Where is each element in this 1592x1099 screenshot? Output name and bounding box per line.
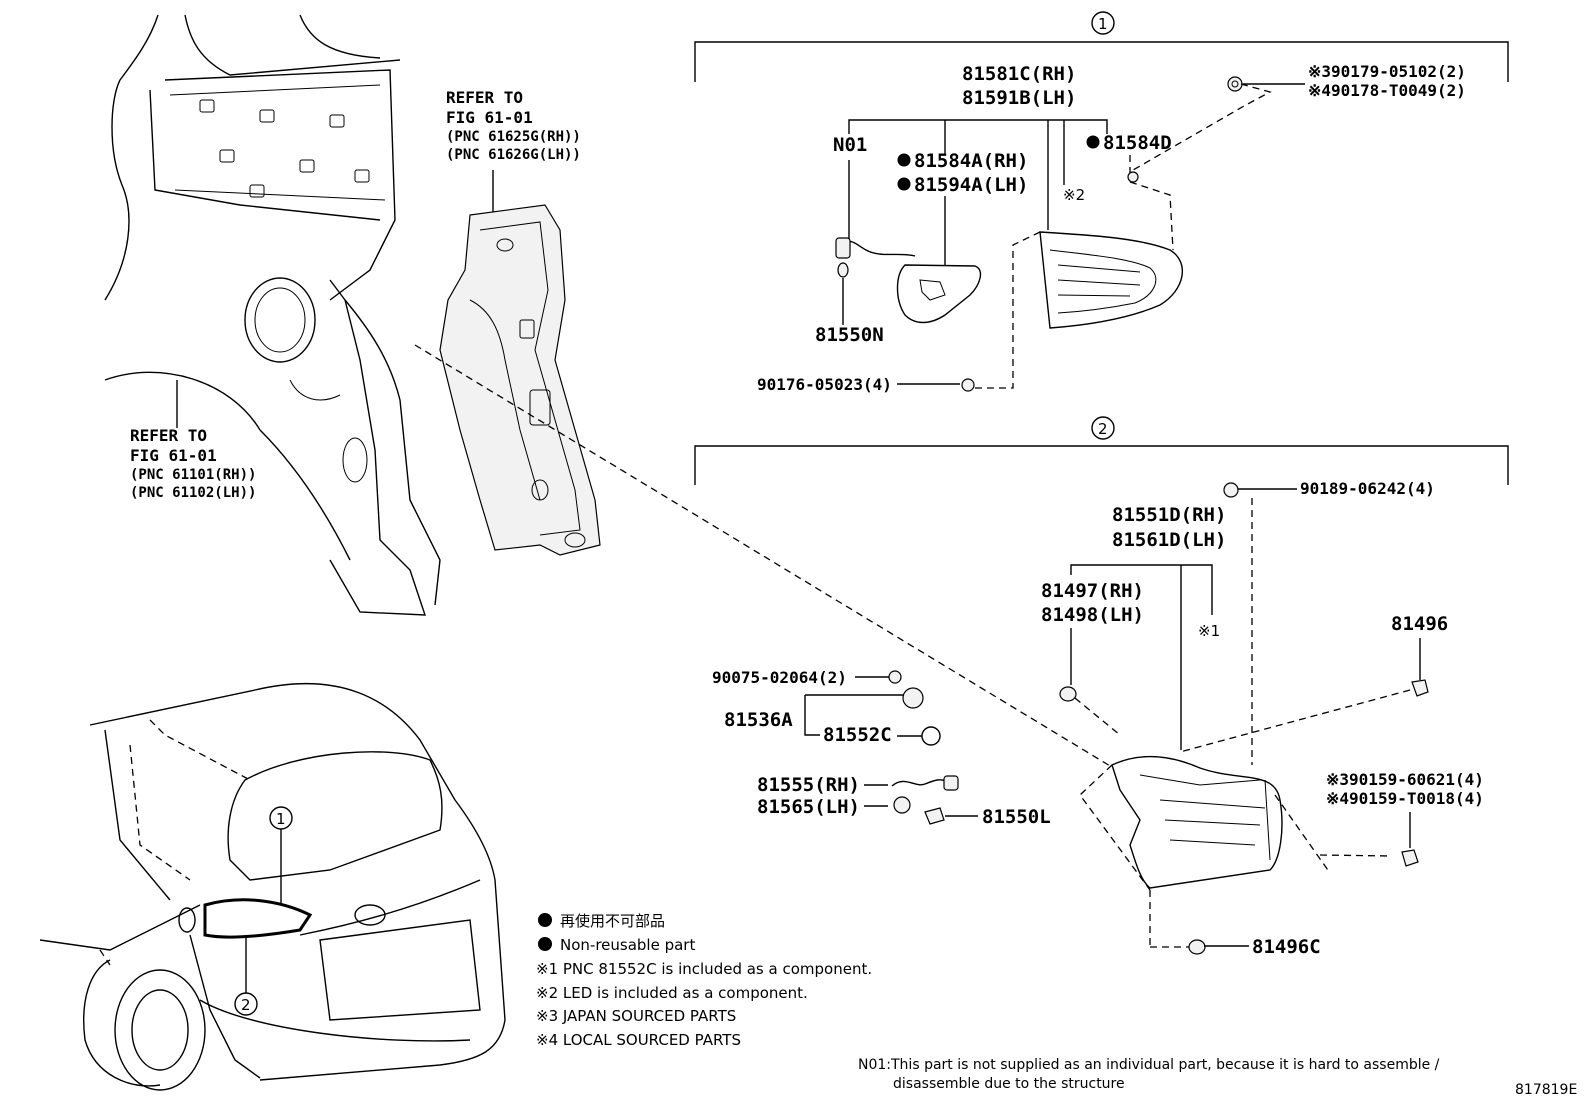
- vehicle-marker-1: 1: [276, 810, 286, 828]
- non-reusable-dot: [1086, 135, 1100, 149]
- part-81581c-rh: 81581C(RH): [962, 63, 1076, 85]
- note-1-ref: ※1: [1198, 622, 1220, 640]
- group-1: 1 81581C(RH) 81591B(LH) N01 81584A(RH) 8…: [694, 11, 1509, 394]
- refer-pnc-rh: (PNC 61101(RH)): [130, 467, 256, 483]
- refer-to-label: REFER TO: [130, 426, 207, 445]
- part-90189-06242: 90189-06242(4): [1300, 479, 1435, 498]
- part-81550l: 81550L: [982, 806, 1051, 828]
- part-81561d-lh: 81561D(LH): [1112, 529, 1226, 551]
- part-90179-05102: ※390179-05102(2): [1308, 62, 1466, 81]
- part-81565-lh: 81565(LH): [757, 796, 860, 818]
- legend-dot: [538, 913, 552, 927]
- group-marker-2-text: 2: [1098, 420, 1108, 438]
- legend-note-4: ※4 LOCAL SOURCED PARTS: [536, 1031, 741, 1049]
- refer-fig-label: FIG 61-01: [130, 446, 217, 465]
- non-reusable-dot: [897, 177, 911, 191]
- part-90159-60621: ※390159-60621(4): [1326, 770, 1484, 789]
- legend-dot: [538, 937, 552, 951]
- part-90075-02064: 90075-02064(2): [712, 668, 847, 687]
- footnote-line-2: disassemble due to the structure: [893, 1076, 1125, 1092]
- part-81497-rh: 81497(RH): [1041, 580, 1144, 602]
- legend-note-1: ※1 PNC 81552C is included as a component…: [536, 960, 872, 978]
- part-90176-05023: 90176-05023(4): [757, 375, 892, 394]
- part-81552c: 81552C: [823, 724, 892, 746]
- part-81550n: 81550N: [815, 324, 884, 346]
- note-2-ref: ※2: [1063, 186, 1085, 204]
- part-90178-t0049: ※490178-T0049(2): [1308, 81, 1466, 100]
- part-81584a-rh: 81584A(RH): [914, 150, 1028, 172]
- pillar-bracket-illustration: [439, 204, 601, 556]
- part-n01: N01: [833, 134, 867, 156]
- refer-pnc-rh: (PNC 61625G(RH)): [446, 129, 581, 145]
- part-81536a: 81536A: [724, 709, 793, 731]
- part-81555-rh: 81555(RH): [757, 774, 860, 796]
- figure-code: 817819E: [1515, 1082, 1577, 1098]
- part-81594a-lh: 81594A(LH): [914, 174, 1028, 196]
- refer-fig-label: FIG 61-01: [446, 108, 533, 127]
- group-marker-1-text: 1: [1098, 15, 1108, 33]
- vehicle-marker-2: 2: [241, 996, 251, 1014]
- quarter-panel-illustration: [104, 14, 441, 616]
- footnote-line-1: N01:This part is not supplied as an indi…: [858, 1057, 1440, 1073]
- part-81551d-rh: 81551D(RH): [1112, 504, 1226, 526]
- group-2: 2 90189-06242(4) 81551D(RH) 81561D(LH) 8…: [694, 416, 1509, 958]
- part-81584d: 81584D: [1103, 132, 1172, 154]
- part-81498-lh: 81498(LH): [1041, 604, 1144, 626]
- legend-jp: 再使用不可部品: [560, 912, 665, 930]
- part-81591b-lh: 81591B(LH): [962, 87, 1076, 109]
- part-81496: 81496: [1391, 613, 1448, 635]
- part-81496c: 81496C: [1252, 936, 1321, 958]
- non-reusable-dot: [897, 153, 911, 167]
- refer-to-label: REFER TO: [446, 88, 523, 107]
- refer-pnc-lh: (PNC 61102(LH)): [130, 485, 256, 501]
- group-marker-2: [1091, 416, 1115, 440]
- legend-en: Non-reusable part: [560, 936, 695, 954]
- vehicle-rear-illustration: 1 2: [39, 682, 506, 1091]
- legend: 再使用不可部品 Non-reusable part ※1 PNC 81552C …: [536, 912, 872, 1049]
- legend-note-3: ※3 JAPAN SOURCED PARTS: [536, 1007, 736, 1025]
- part-90159-t0018: ※490159-T0018(4): [1326, 789, 1484, 808]
- group-marker-1: [1091, 11, 1115, 35]
- legend-note-2: ※2 LED is included as a component.: [536, 984, 808, 1002]
- refer-pnc-lh: (PNC 61626G(LH)): [446, 147, 581, 163]
